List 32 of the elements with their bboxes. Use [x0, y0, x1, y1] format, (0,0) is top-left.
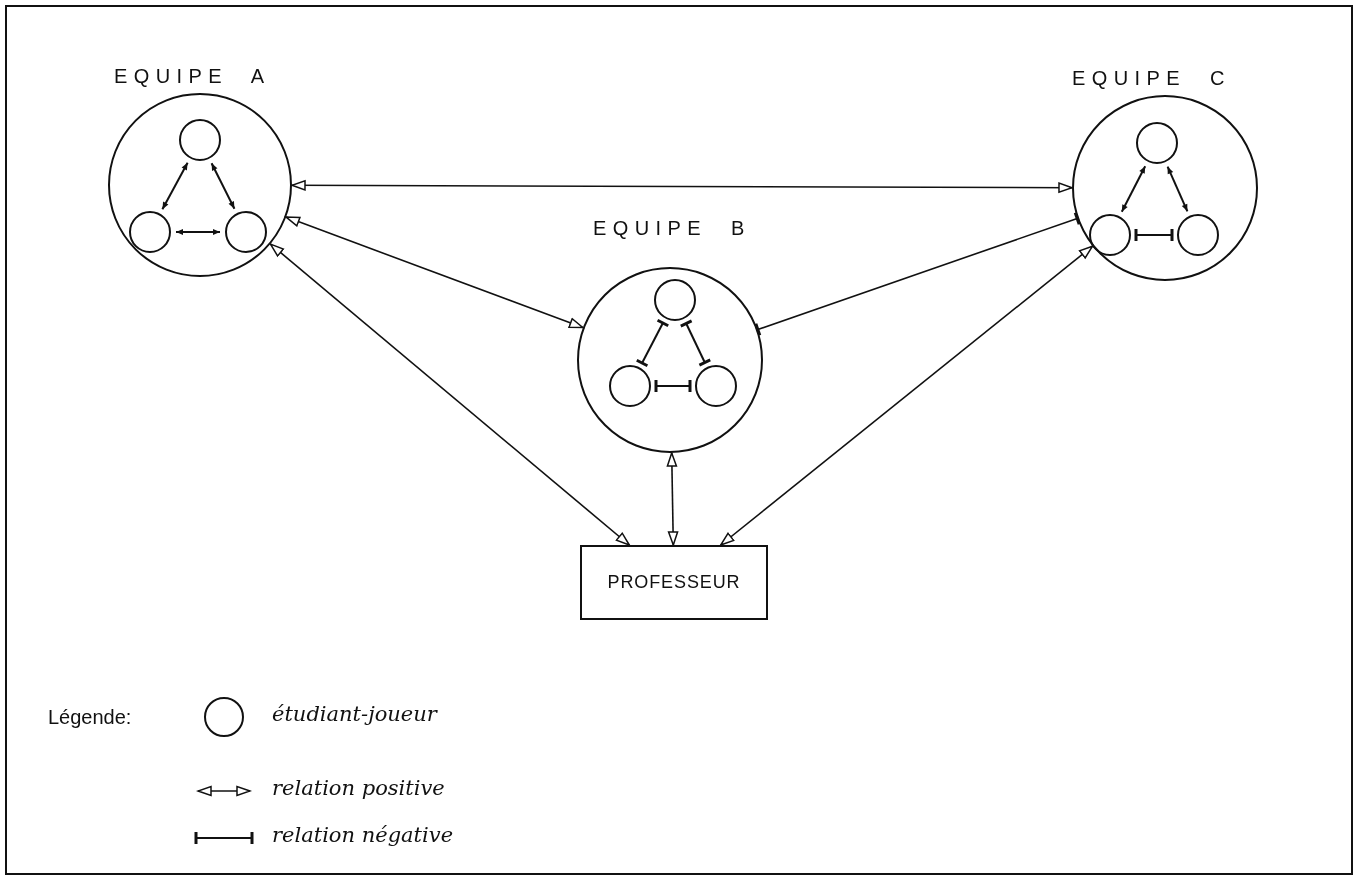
inhibition-line	[654, 378, 692, 394]
student-circle	[654, 279, 696, 321]
double-arrow	[210, 162, 236, 210]
team-title: EQUIPE A	[114, 65, 271, 88]
double-arrow	[1120, 165, 1147, 213]
double-arrow	[1166, 165, 1189, 213]
inhibition-line	[754, 211, 1081, 337]
teacher-box: PROFESSEUR	[580, 545, 768, 620]
double-arrow	[285, 216, 584, 329]
student-circle	[609, 365, 651, 407]
double-arrow	[666, 452, 679, 546]
legend-text: étudiant-joueur	[272, 702, 437, 726]
legend-heading: Légende:	[48, 706, 132, 729]
inhibition-line	[1134, 227, 1174, 243]
legend-text: relation positive	[272, 776, 445, 800]
inhibition-line	[679, 319, 712, 367]
legend-text: relation négative	[272, 823, 454, 847]
double-arrow	[719, 245, 1094, 546]
team-title: EQUIPE B	[593, 217, 751, 240]
double-arrow	[269, 243, 631, 546]
student-circle	[225, 211, 267, 253]
student-circle	[129, 211, 171, 253]
double-arrow	[161, 161, 189, 211]
student-circle	[1089, 214, 1131, 256]
student-circle	[1177, 214, 1219, 256]
team-title: EQUIPE C	[1072, 67, 1231, 90]
double-arrow	[291, 180, 1073, 193]
student-circle	[1136, 122, 1178, 164]
student-circle	[695, 365, 737, 407]
double-arrow	[175, 229, 221, 235]
student-circle	[179, 119, 221, 161]
inhibition-line	[635, 318, 670, 368]
